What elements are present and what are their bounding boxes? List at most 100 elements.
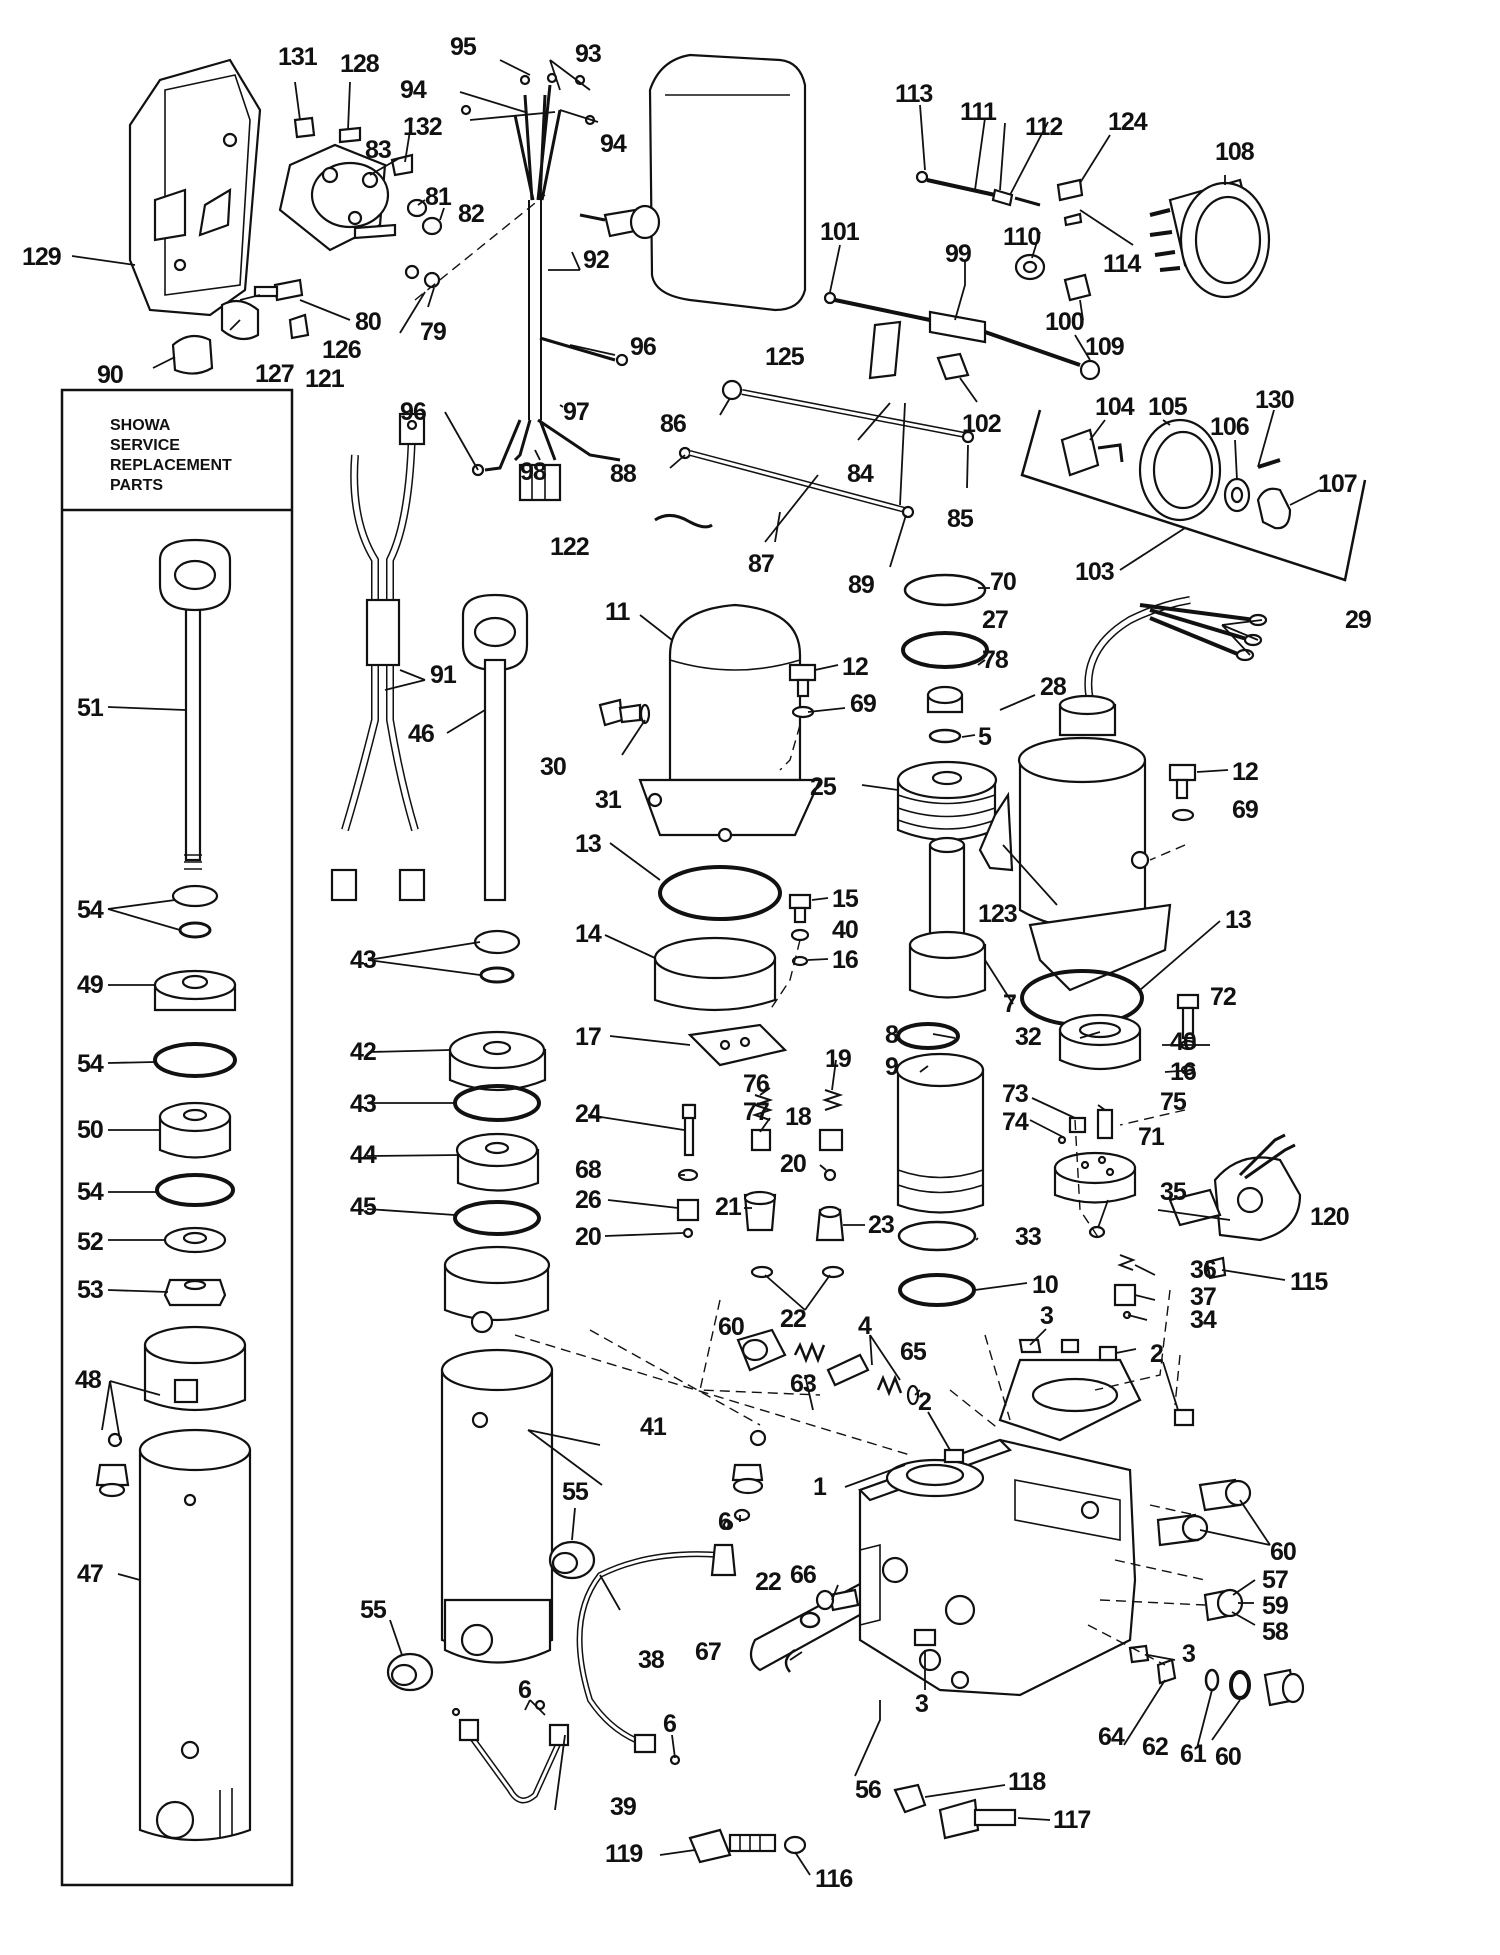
- callout-26: 26: [575, 1186, 601, 1214]
- callout-48: 48: [75, 1366, 102, 1394]
- callout-110: 110: [1003, 223, 1040, 251]
- callout-94b: 94: [600, 130, 627, 158]
- callout-51: 51: [77, 694, 104, 722]
- panel-title-line-2: SERVICE: [110, 437, 180, 454]
- callout-93: 93: [575, 40, 601, 68]
- callout-55a: 55: [562, 1478, 589, 1506]
- callout-79: 79: [420, 318, 446, 346]
- callout-126: 126: [322, 336, 361, 364]
- callout-114: 114: [1103, 250, 1141, 278]
- cover-125: [579, 53, 807, 312]
- tube-39: [451, 1699, 570, 1804]
- callout-17: 17: [575, 1023, 601, 1051]
- callout-45: 45: [350, 1193, 377, 1221]
- callout-3c: 3: [915, 1690, 928, 1718]
- callout-77: 77: [743, 1098, 769, 1126]
- callout-35: 35: [1160, 1178, 1187, 1206]
- callout-54c: 54: [77, 1178, 104, 1206]
- solenoid-83: [278, 143, 397, 252]
- callout-72: 72: [1210, 983, 1236, 1011]
- callout-91: 91: [430, 661, 457, 689]
- callout-73: 73: [1002, 1080, 1028, 1108]
- callout-14: 14: [575, 920, 602, 948]
- callout-106: 106: [1210, 413, 1249, 441]
- callout-13b: 13: [1225, 906, 1251, 934]
- callout-86: 86: [660, 410, 686, 438]
- callout-44: 44: [350, 1141, 377, 1169]
- callout-101: 101: [820, 218, 860, 246]
- callout-47: 47: [77, 1560, 103, 1588]
- showa-cylinder: [138, 1325, 252, 1842]
- callout-55b: 55: [360, 1596, 387, 1624]
- callout-70: 70: [990, 568, 1016, 596]
- callout-96b: 96: [400, 398, 426, 426]
- callout-116: 116: [815, 1865, 852, 1893]
- callout-9: 9: [885, 1053, 898, 1081]
- callout-22a: 22: [780, 1305, 806, 1333]
- callout-80: 80: [355, 308, 381, 336]
- callout-78: 78: [982, 646, 1009, 674]
- callout-90: 90: [97, 361, 123, 389]
- callout-128: 128: [340, 50, 380, 78]
- callout-122: 122: [550, 533, 589, 561]
- callout-109: 109: [1085, 333, 1124, 361]
- callout-130: 130: [1255, 386, 1294, 414]
- callout-34: 34: [1190, 1306, 1217, 1334]
- wire-harness-92: [460, 72, 629, 502]
- callout-69b: 69: [1232, 796, 1258, 824]
- callout-66: 66: [790, 1561, 816, 1589]
- pump-gear: [896, 760, 998, 842]
- callout-89: 89: [848, 571, 874, 599]
- callout-60b: 60: [718, 1313, 744, 1341]
- callout-27: 27: [982, 606, 1008, 634]
- callout-71: 71: [1138, 1123, 1165, 1151]
- callout-64: 64: [1098, 1723, 1125, 1751]
- showa-piston: [158, 1101, 232, 1159]
- callout-119: 119: [605, 1840, 642, 1868]
- callout-99: 99: [945, 240, 971, 268]
- callout-94a: 94: [400, 76, 427, 104]
- callout-132: 132: [403, 113, 442, 141]
- callout-87: 87: [748, 550, 774, 578]
- callout-102: 102: [962, 410, 1001, 438]
- callout-2a: 2: [1150, 1340, 1163, 1368]
- callout-131: 131: [278, 43, 318, 71]
- callout-83: 83: [365, 136, 391, 164]
- callout-112: 112: [1025, 113, 1062, 141]
- callout-118: 118: [1008, 1768, 1046, 1796]
- callout-125: 125: [765, 343, 805, 371]
- callout-113: 113: [895, 80, 932, 108]
- callout-61: 61: [1180, 1740, 1207, 1768]
- callout-4: 4: [858, 1312, 872, 1340]
- leader-lines: [71, 59, 1321, 1876]
- callout-54b: 54: [77, 1050, 104, 1078]
- tilt-cylinder: [440, 1245, 554, 1664]
- callout-123: 123: [978, 900, 1017, 928]
- callout-68: 68: [575, 1156, 602, 1184]
- callout-59: 59: [1262, 1592, 1288, 1620]
- callout-33: 33: [1015, 1223, 1041, 1251]
- callout-69a: 69: [850, 690, 876, 718]
- callout-52: 52: [77, 1228, 103, 1256]
- callout-25: 25: [810, 773, 837, 801]
- showa-rod: [158, 538, 232, 870]
- callout-75: 75: [1160, 1088, 1187, 1116]
- callout-42: 42: [350, 1038, 376, 1066]
- callout-100: 100: [1045, 308, 1084, 336]
- showa-gland: [153, 969, 237, 1012]
- callout-18: 18: [785, 1103, 812, 1131]
- callout-46: 46: [408, 720, 434, 748]
- callout-124: 124: [1108, 108, 1148, 136]
- callout-60a: 60: [1270, 1538, 1296, 1566]
- callout-2b: 2: [918, 1388, 931, 1416]
- callout-22b: 22: [755, 1568, 781, 1596]
- callout-57: 57: [1262, 1566, 1288, 1594]
- callout-41: 41: [640, 1413, 667, 1441]
- callout-40a: 40: [832, 916, 858, 944]
- callout-54a: 54: [77, 896, 104, 924]
- callout-88: 88: [610, 460, 637, 488]
- callout-49: 49: [77, 971, 103, 999]
- callout-38: 38: [638, 1646, 665, 1674]
- callout-108: 108: [1215, 138, 1255, 166]
- callout-3b: 3: [1182, 1640, 1195, 1668]
